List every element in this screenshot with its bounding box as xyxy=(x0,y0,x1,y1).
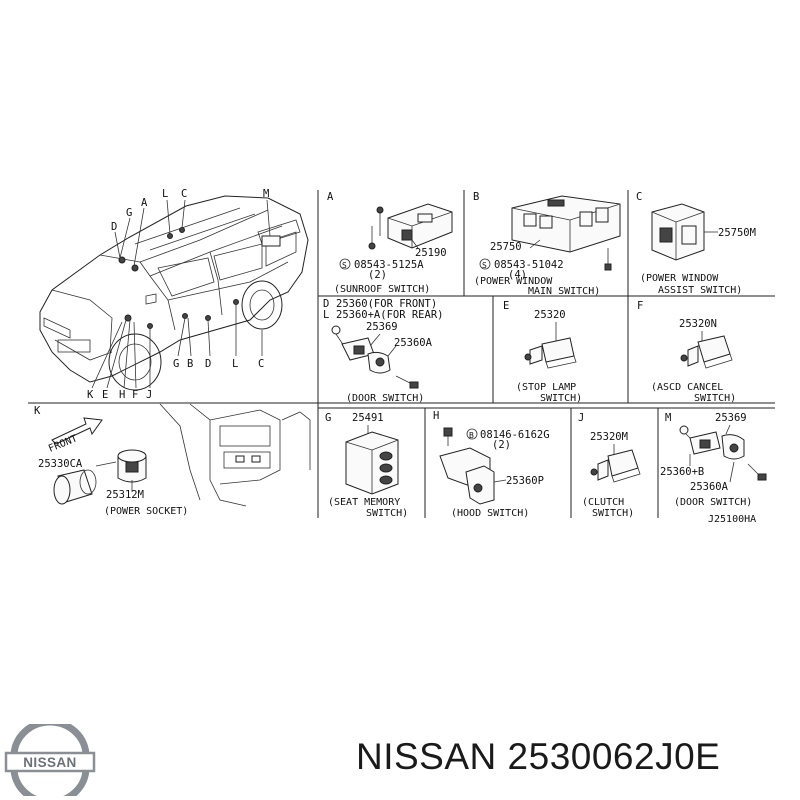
panel-k-letter: K xyxy=(34,405,41,417)
panel-e-caption-2: SWITCH) xyxy=(540,393,582,404)
panel-k-part-2: 25312M xyxy=(106,489,144,501)
panel-d-door-switch: D 25360(FOR FRONT) L 25360+A(FOR REAR) 2… xyxy=(323,298,443,404)
panel-h-part-2: (2) xyxy=(492,439,511,451)
vehicle-overview: G D A L C M K E H F J G B D L C xyxy=(39,188,309,401)
panel-a-caption: (SUNROOF SWITCH) xyxy=(334,284,430,295)
panel-j-letter: J xyxy=(578,412,584,424)
panel-m-caption: (DOOR SWITCH) xyxy=(674,497,752,508)
panel-d-letter: D xyxy=(323,298,329,310)
panel-m-door-switch: M 25369 25360+B 25360A (DOOR SWITCH) xyxy=(660,412,767,508)
callout-l2: L xyxy=(232,358,238,370)
panel-m-part-3: 25360A xyxy=(690,481,729,493)
panel-c-power-window-assist-switch: C 25750M (POWER WINDOW ASSIST SWITCH) xyxy=(636,191,756,296)
panel-j-part-1: 25320M xyxy=(590,431,628,443)
panel-g-seat-memory-switch: G 25491 (SEAT MEMORY SWITCH) xyxy=(325,412,408,519)
callout-b: B xyxy=(187,358,193,370)
panel-h-caption: (HOOD SWITCH) xyxy=(451,508,529,519)
panel-d-caption: (DOOR SWITCH) xyxy=(346,393,424,404)
panel-k-caption: (POWER SOCKET) xyxy=(104,506,188,517)
panel-c-caption-1: (POWER WINDOW xyxy=(640,273,719,284)
panel-m-part-1: 25369 xyxy=(715,412,747,424)
panel-e-caption-1: (STOP LAMP xyxy=(516,382,576,393)
panel-a-letter: A xyxy=(327,191,334,203)
callout-g2: G xyxy=(173,358,179,370)
callout-d: D xyxy=(111,221,117,233)
panel-j-caption-1: (CLUTCH xyxy=(582,497,624,508)
panel-b-caption-1: (POWER WINDOW xyxy=(474,276,553,287)
svg-text:B: B xyxy=(469,431,474,440)
panel-g-caption-1: (SEAT MEMORY xyxy=(328,497,400,508)
panel-a-part-1: 25190 xyxy=(415,247,447,259)
panel-k-power-socket: K FRONT 25330CA 25312M (POWER SOCKET) xyxy=(34,403,311,517)
panel-e-letter: E xyxy=(503,300,509,312)
panel-f-ascd-cancel-switch: F 25320N (ASCD CANCEL SWITCH) xyxy=(637,300,736,404)
callout-f: F xyxy=(132,389,138,401)
panel-e-part-1: 25320 xyxy=(534,309,566,321)
panel-b-power-window-main-switch: B 25750 S 08543-51042 (4) (POWER WINDOW … xyxy=(473,191,621,297)
panel-h-hood-switch: H B 08146-6162G (2) 25360P (HOOD SWITCH) xyxy=(433,410,550,519)
panel-c-part-1: 25750M xyxy=(718,227,756,239)
diagram-code: J25100HA xyxy=(708,514,756,525)
panel-b-letter: B xyxy=(473,191,479,203)
panel-f-letter: F xyxy=(637,300,643,312)
panel-e-stop-lamp-switch: E 25320 (STOP LAMP SWITCH) xyxy=(503,300,582,404)
panel-f-part-1: 25320N xyxy=(679,318,717,330)
panel-d-line-1: 25360(FOR FRONT) xyxy=(336,298,437,310)
panel-h-part-3: 25360P xyxy=(506,475,544,487)
callout-e: E xyxy=(102,389,108,401)
panel-d-line-2: 25360+A(FOR REAR) xyxy=(336,309,443,321)
panel-g-part-1: 25491 xyxy=(352,412,384,424)
callout-c2: C xyxy=(258,358,264,370)
panel-b-part-3: (4) xyxy=(508,269,527,281)
panel-k-part-1: 25330CA xyxy=(38,458,83,470)
callout-k: K xyxy=(87,389,94,401)
panel-k-front: FRONT xyxy=(47,433,79,454)
callout-g: G xyxy=(126,207,132,219)
nissan-logo-icon: NISSAN xyxy=(4,724,96,796)
panel-a-part-3: (2) xyxy=(368,269,387,281)
panel-c-letter: C xyxy=(636,191,642,203)
part-number-title: NISSAN 2530062J0E xyxy=(356,736,721,777)
panel-a-sunroof-switch: A 25190 S 08543-5125A (2) (SUNROOF SWITC… xyxy=(327,191,453,295)
callout-j: J xyxy=(146,389,152,401)
callout-m: M xyxy=(263,188,269,200)
panel-d-part-1: 25369 xyxy=(366,321,398,333)
callout-a: A xyxy=(141,197,148,209)
panel-l-letter: L xyxy=(323,309,329,321)
panel-f-caption-2: SWITCH) xyxy=(694,393,736,404)
callout-d2: D xyxy=(205,358,211,370)
panel-a-part-2: 08543-5125A xyxy=(354,259,424,271)
front-arrow-icon xyxy=(51,417,103,445)
panel-j-caption-2: SWITCH) xyxy=(592,508,634,519)
callout-l: L xyxy=(162,188,168,200)
panel-m-letter: M xyxy=(665,412,671,424)
panel-h-letter: H xyxy=(433,410,439,422)
panel-b-caption-2: MAIN SWITCH) xyxy=(528,286,600,297)
panel-j-clutch-switch: J 25320M (CLUTCH SWITCH) xyxy=(578,412,641,519)
panel-d-part-2: 25360A xyxy=(394,337,433,349)
panel-h-part-1: 08146-6162G xyxy=(480,429,550,441)
panel-grid xyxy=(28,190,775,518)
logo-wordmark: NISSAN xyxy=(23,755,76,770)
panel-g-caption-2: SWITCH) xyxy=(366,508,408,519)
panel-b-part-1: 25750 xyxy=(490,241,522,253)
svg-text:S: S xyxy=(342,261,347,270)
panel-b-part-2: 08543-51042 xyxy=(494,259,564,271)
callout-c: C xyxy=(181,188,187,200)
panel-f-caption-1: (ASCD CANCEL xyxy=(651,382,723,393)
panel-m-part-2: 25360+B xyxy=(660,466,704,478)
panel-g-letter: G xyxy=(325,412,331,424)
panel-c-caption-2: ASSIST SWITCH) xyxy=(658,285,742,296)
svg-text:S: S xyxy=(482,261,487,270)
callout-h: H xyxy=(119,389,125,401)
